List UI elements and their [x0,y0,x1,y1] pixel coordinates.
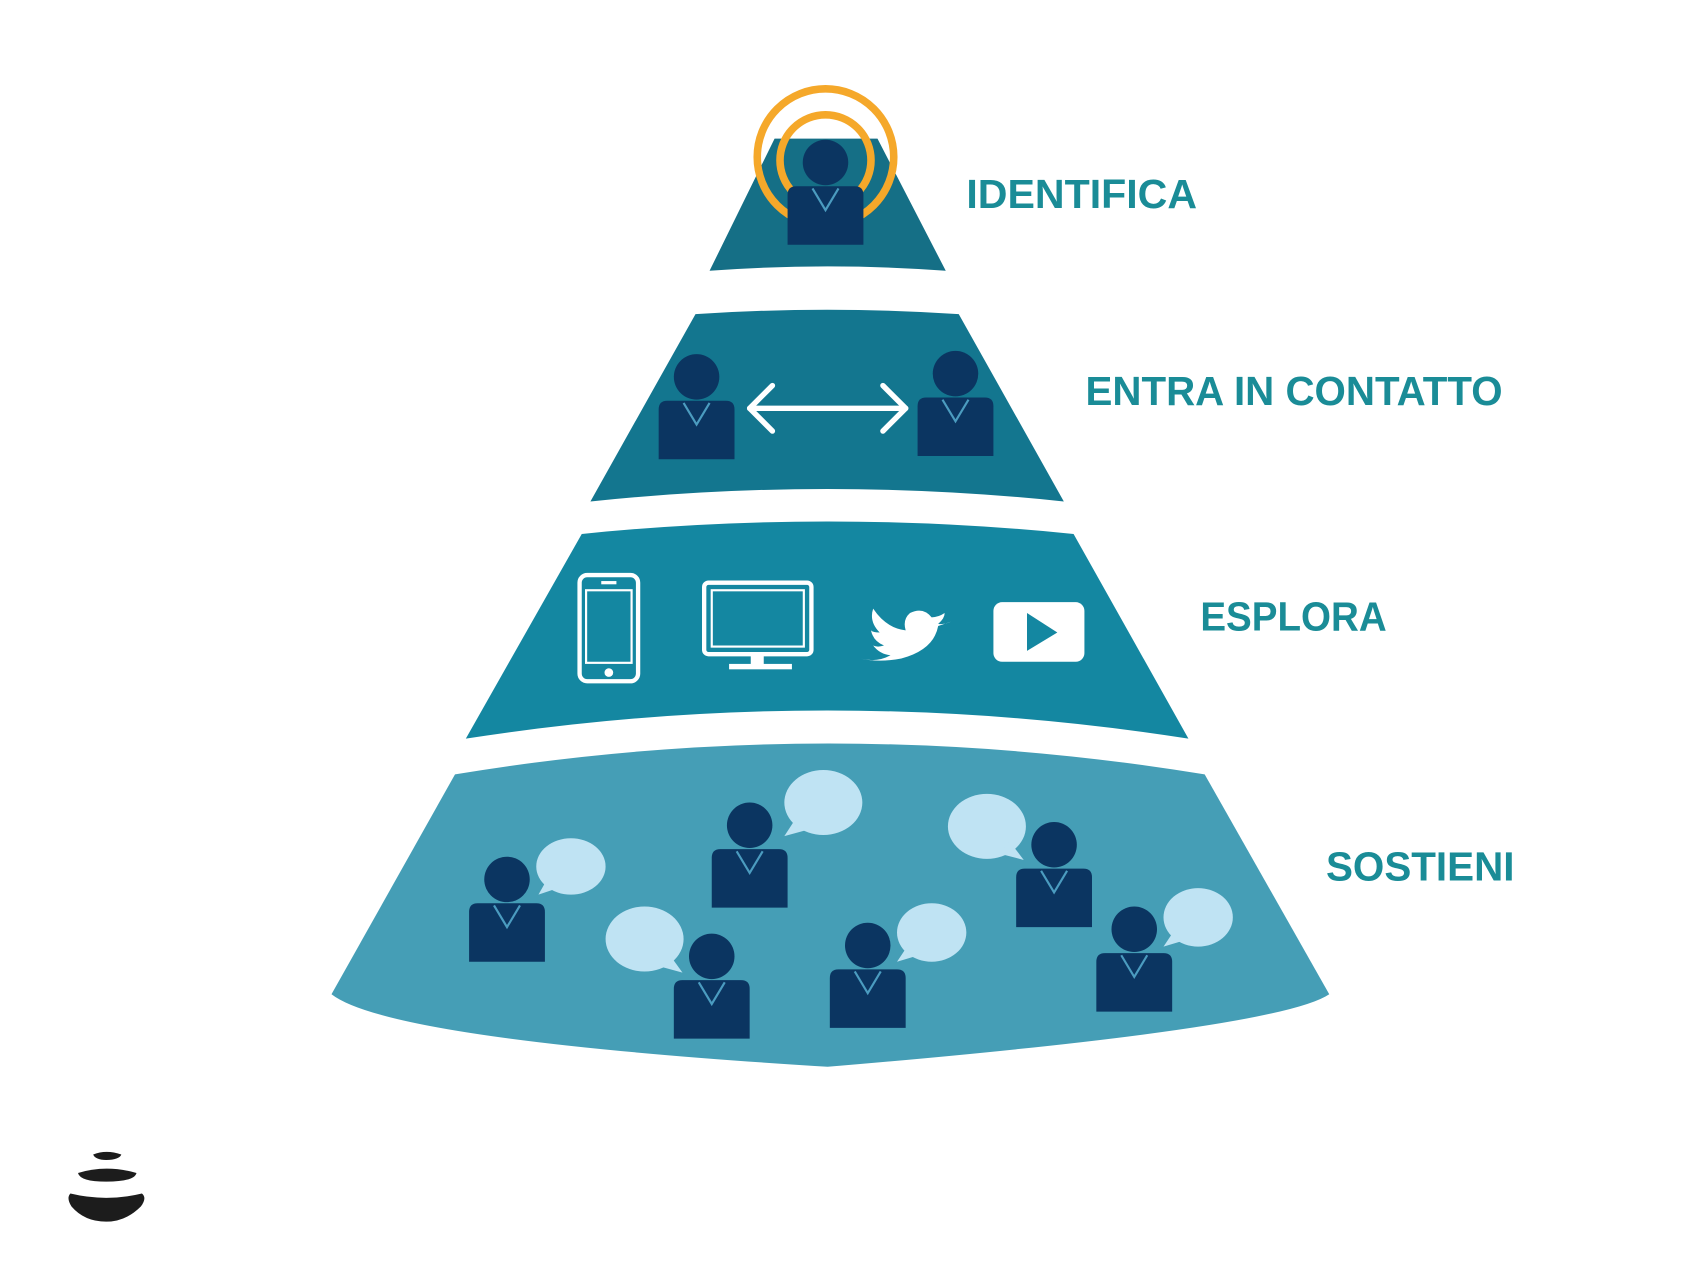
stacked-stones-logo [68,1151,145,1222]
monitor-icon [702,580,814,670]
label-sostieni: SOSTIENI [1326,844,1515,890]
speech-bubble-icon [536,838,606,895]
double-arrow-icon [746,382,909,434]
label-identifica: IDENTIFICA [966,171,1197,217]
speech-bubble-icon [897,903,967,962]
play-button-icon [993,602,1085,662]
speech-bubble-icon [947,793,1026,860]
label-esplora: ESPLORA [1200,593,1386,639]
speech-bubble-icon [784,770,863,837]
smartphone-icon [577,572,641,684]
speech-bubbles [536,770,1233,973]
speech-bubble-icon [1163,888,1233,947]
tier-esplora [465,521,1189,739]
tier-sostieni [331,743,1330,1067]
twitter-bird-icon [860,608,952,661]
speech-bubble-icon [605,906,684,973]
label-entra-in-contatto: ENTRA IN CONTATTO [1085,368,1502,414]
